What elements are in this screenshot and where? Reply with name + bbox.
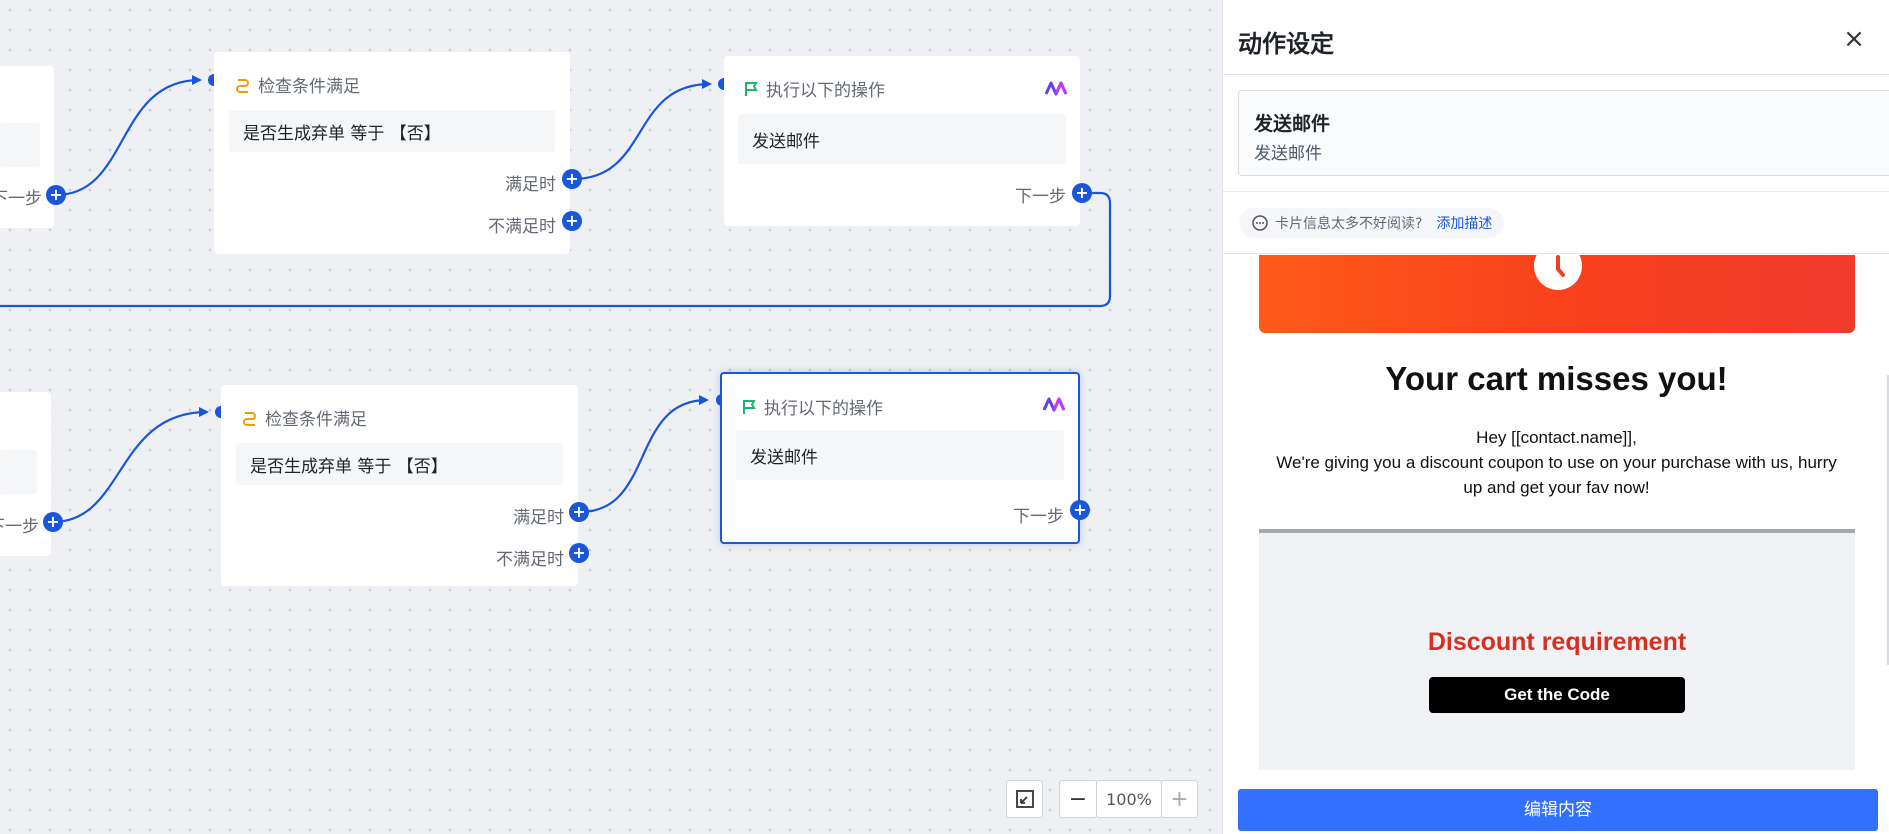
zoom-level-display: 100% <box>1096 780 1162 818</box>
row1-start-next-label: 下一步 <box>0 189 42 209</box>
panel-header-divider <box>1223 74 1889 75</box>
row1-condition-expression: 是否生成弃单 等于 【否】 <box>229 110 555 152</box>
row2-condition-no-label: 不满足时 <box>496 550 564 570</box>
zoom-out-button[interactable]: − <box>1059 780 1097 818</box>
row2-action-title: 执行以下的操作 <box>764 399 883 419</box>
card-divider <box>1223 191 1889 192</box>
row2-action-next-label: 下一步 <box>1013 507 1064 527</box>
row1-start-add-button[interactable]: + <box>46 185 66 205</box>
row2-condition-title: 检查条件满足 <box>265 410 367 430</box>
add-description-link[interactable]: 添加描述 <box>1436 216 1493 232</box>
action-card-title: 发送邮件 <box>1254 113 1331 135</box>
row1-action-add-button[interactable]: + <box>1072 183 1092 203</box>
brand-logo-icon <box>1042 397 1066 412</box>
panel-title: 动作设定 <box>1238 30 1334 58</box>
clock-icon <box>1534 255 1582 290</box>
row1-condition-no-label: 不满足时 <box>488 217 556 237</box>
action-card-subtitle: 发送邮件 <box>1254 144 1322 164</box>
chat-bubble-icon <box>1252 215 1268 231</box>
flag-icon <box>745 81 758 96</box>
email-divider <box>1259 529 1855 533</box>
minus-icon: − <box>1068 786 1088 812</box>
brand-logo-icon <box>1044 81 1068 96</box>
row2-condition-yes-label: 满足时 <box>513 508 564 528</box>
workflow-edges <box>0 75 1112 524</box>
edge-row1-condition-to-action <box>572 79 712 181</box>
description-tip: 卡片信息太多不好阅读? 添加描述 <box>1239 208 1505 238</box>
row1-action-title: 执行以下的操作 <box>766 81 885 101</box>
action-settings-panel: 动作设定 × 发送邮件 发送邮件 卡片信息太多不好阅读? 添加描述 Your c… <box>1222 0 1889 834</box>
edit-content-button[interactable]: 编辑内容 <box>1238 789 1878 831</box>
row2-start-node[interactable]: 下一步 <box>0 392 51 556</box>
edge-row2-start-to-condition <box>52 407 209 524</box>
tip-text: 卡片信息太多不好阅读? <box>1275 216 1423 232</box>
zoom-level-value: 100% <box>1106 789 1152 809</box>
row1-start-node-body <box>0 123 40 167</box>
row1-condition-no-add-button[interactable]: + <box>562 211 582 231</box>
plus-icon: + <box>1170 786 1189 812</box>
row2-condition-expression: 是否生成弃单 等于 【否】 <box>236 443 563 485</box>
get-code-button: Get the Code <box>1429 677 1685 713</box>
edge-row1-action-loop <box>0 191 1112 308</box>
email-discount-section: Discount requirement Get the Code <box>1259 533 1855 770</box>
email-message: We're giving you a discount coupon to us… <box>1276 453 1837 497</box>
row2-action-body: 发送邮件 <box>736 430 1064 480</box>
fit-view-icon <box>1015 790 1034 808</box>
condition-branch-icon <box>236 78 249 93</box>
row2-condition-no-add-button[interactable]: + <box>569 543 589 563</box>
email-greeting: Hey [[contact.name]], <box>1476 428 1637 447</box>
row2-condition-node[interactable]: 检查条件满足 是否生成弃单 等于 【否】 满足时 不满足时 <box>221 385 578 586</box>
email-banner <box>1259 255 1855 333</box>
row1-condition-title: 检查条件满足 <box>258 77 360 97</box>
close-icon[interactable]: × <box>1843 24 1865 54</box>
condition-branch-icon <box>243 411 256 426</box>
row2-start-node-body <box>0 450 37 494</box>
edge-row2-condition-to-action <box>579 395 709 514</box>
row2-action-node[interactable]: 执行以下的操作 发送邮件 下一步 <box>720 372 1080 544</box>
preview-scrollbar[interactable] <box>1887 375 1889 665</box>
row1-condition-yes-add-button[interactable]: + <box>562 169 582 189</box>
row2-start-add-button[interactable]: + <box>43 512 63 532</box>
zoom-in-button[interactable]: + <box>1161 780 1198 818</box>
tip-divider <box>1223 253 1889 254</box>
edge-row1-start-to-condition <box>55 75 202 197</box>
discount-title: Discount requirement <box>1427 628 1687 656</box>
email-body: Hey [[contact.name]], We're giving you a… <box>1273 425 1840 500</box>
row1-action-body: 发送邮件 <box>738 114 1066 164</box>
row2-start-next-label: 下一步 <box>0 517 39 537</box>
row1-condition-node[interactable]: 检查条件满足 是否生成弃单 等于 【否】 满足时 不满足时 <box>214 52 570 254</box>
workflow-canvas[interactable]: 下一步 + 检查条件满足 是否生成弃单 等于 【否】 满足时 不满足时 + + … <box>0 0 1222 834</box>
fit-view-button[interactable] <box>1006 780 1043 818</box>
email-heading: Your cart misses you! <box>1385 360 1728 397</box>
flag-icon <box>743 399 756 414</box>
row1-start-node[interactable]: 下一步 <box>0 66 54 228</box>
email-preview[interactable]: Your cart misses you! Hey [[contact.name… <box>1223 255 1889 770</box>
row1-action-next-label: 下一步 <box>1015 187 1066 207</box>
row2-condition-yes-add-button[interactable]: + <box>569 502 589 522</box>
row1-condition-yes-label: 满足时 <box>505 175 556 195</box>
row2-action-add-button[interactable]: + <box>1070 500 1090 520</box>
action-summary-card[interactable]: 发送邮件 发送邮件 <box>1238 90 1889 176</box>
row1-action-node[interactable]: 执行以下的操作 发送邮件 下一步 <box>724 56 1080 226</box>
